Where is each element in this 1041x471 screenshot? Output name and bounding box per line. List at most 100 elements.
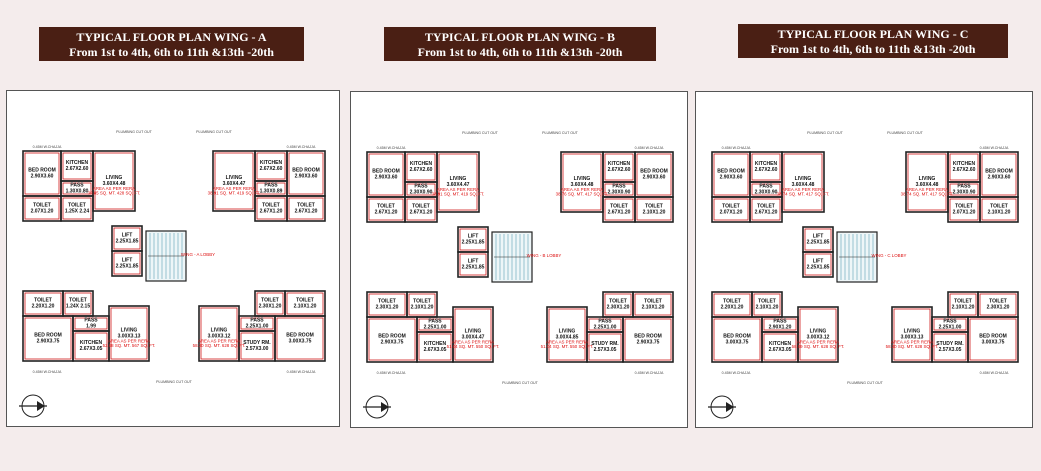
ur-pass-label: PASS [957,184,971,190]
ur-toilet-dims: 2.10X1.20 [643,210,666,216]
chajja-note-4: 0.45M W.CHAJJA [635,371,664,375]
ll-toilet-dims: 2.20X1.20 [721,305,744,311]
ur-pass-outline [949,183,979,196]
ll-toilet2-outline [64,292,92,315]
lift-1-dims: 2.25X1.85 [462,240,485,246]
wing-c-title-line1: TYPICAL FLOOR PLAN WING - C [777,27,969,41]
lr-bedroom-label: BED ROOM [979,334,1007,340]
ul-pass-dims: 2.30X0.90 [410,190,433,196]
ul-living-dims: 3.60X4.48 [792,182,815,188]
lr-bedroom-dims: 3.00X3.75 [289,339,312,345]
wing-c-floor-plan: BED ROOM2.90X3.60KITCHEN2.67X2.60PASS2.3… [708,131,1019,419]
ll-living-outline [454,308,492,361]
plumbing-note-1: PLUMBING CUT OUT [462,131,498,135]
chajja-note-1: 0.45M W.CHAJJA [377,146,406,150]
wing-a-floor-plan: BED ROOM2.90X3.60KITCHEN2.67X2.60PASS1.3… [19,130,326,418]
lr-study-dims: 2.57X3.00 [246,346,269,352]
ur-living-dims: 3.60X4.48 [571,182,594,188]
chajja-note-2: 0.45M W.CHAJJA [980,146,1009,150]
ul-living-area-note: AREA AS PER RERA [782,187,824,192]
ll-kitchen-dims: 2.67X3.05 [424,347,447,353]
ll-kitchen-label: KITCHEN [769,341,792,347]
ul-kitchen-dims: 2.67X2.60 [755,167,778,173]
ul-toilet-outline [713,198,749,221]
ll-living-label: LIVING [810,329,827,335]
ll-kitchen-label: KITCHEN [80,340,103,346]
lift-2-dims: 2.25X1.85 [807,265,830,271]
lr-toilet-outline [979,293,1017,316]
lift-2-outline [459,253,487,276]
ll-toilet-label: TOILET [378,299,396,305]
ul-toilet2-label: TOILET [68,203,86,209]
ur-toilet-label: TOILET [645,204,663,210]
lr-study-outline [933,333,967,361]
ur-bedroom-dims: 2.90X3.60 [295,174,318,180]
ur-toilet-dims: 2.10X1.20 [988,210,1011,216]
chajja-note-4: 0.45M W.CHAJJA [287,370,316,374]
ll-kitchen-dims: 2.67X3.05 [769,347,792,353]
ur-kitchen-label: KITCHEN [953,161,976,167]
lobby-label: WING - A LOBBY [181,252,215,257]
plumbing-note-2: PLUMBING CUT OUT [196,130,232,134]
lr-toilet-dims: 2.10X1.20 [642,305,665,311]
ll-toilet-dims: 2.30X1.20 [376,305,399,311]
ul-toilet2-outline [62,197,92,220]
ll-living-area: 51.04 SQ. MT. 550 SQ. FT. [447,344,500,349]
ur-pass-dims: 2.30X0.90 [953,190,976,196]
ur-living-label: LIVING [574,176,591,182]
ll-toilet-dims: 2.20X1.20 [32,304,55,310]
ll-pass-dims: 2.25X1.00 [424,325,447,331]
lift-2-dims: 2.25X1.85 [116,264,139,270]
ur-kitchen-outline [604,153,634,181]
ul-pass-dims: 1.30X0.80 [66,189,89,195]
ul-kitchen-dims: 2.67X2.60 [66,166,89,172]
ur-bedroom-label: BED ROOM [292,168,320,174]
ll-bedroom-label: BED ROOM [378,334,406,340]
ul-toilet2-wall [749,196,783,223]
ll-bedroom-label: BED ROOM [723,334,751,340]
ul-bedroom-dims: 2.90X3.60 [720,175,743,181]
ll-pass-wall [416,316,454,333]
ul-toilet-dims: 2.07X1.20 [31,209,54,215]
lr-toilet2-dims: 2.10X1.20 [952,305,975,311]
lift-1-outline [459,228,487,251]
ur-toilet2-label: TOILET [955,204,973,210]
ur-toilet2-label: TOILET [262,203,280,209]
lr-study-label: STUDY RM. [936,341,964,347]
ur-living-dims: 3.60X4.48 [916,182,939,188]
lift-1-outline [113,227,141,250]
wing-c-title-line2: From 1st to 4th, 6th to 11th &13th -20th [770,42,976,56]
ll-bedroom-dims: 2.90X3.75 [381,340,404,346]
ll-pass-dims: 2.90X1.20 [769,325,792,331]
wing-a-title: TYPICAL FLOOR PLAN WING - A From 1st to … [39,27,304,61]
ll-kitchen-outline [418,333,452,361]
chajja-note-2: 0.45M W.CHAJJA [287,145,316,149]
wing-c-title: TYPICAL FLOOR PLAN WING - C From 1st to … [738,24,1008,58]
ul-bedroom-outline [368,153,404,196]
lr-bedroom-dims: 3.00X3.75 [982,340,1005,346]
chajja-note-1: 0.45M W.CHAJJA [33,145,62,149]
lr-pass-dims: 2.25X1.00 [939,325,962,331]
lift-1-dims: 2.25X1.85 [116,239,139,245]
ur-toilet-outline [288,197,324,220]
north-compass-icon-arrow [726,402,734,412]
ur-toilet2-wall [947,196,981,223]
ul-living-wall [436,151,480,213]
ur-kitchen-outline [256,152,286,180]
ul-bedroom-label: BED ROOM [28,168,56,174]
ll-bedroom-outline [368,318,416,361]
lobby-label: WING - B LOBBY [527,253,562,258]
chajja-note-1: 0.45M W.CHAJJA [722,146,751,150]
ur-toilet2-dims: 2.67X1.20 [260,209,283,215]
plumbing-note-2: PLUMBING CUT OUT [887,131,923,135]
ll-pass-wall [72,315,110,332]
lr-living-wall [546,306,588,363]
ll-toilet2-dims: 1.24X 2.15 [66,304,90,310]
ur-pass-label: PASS [612,184,626,190]
lr-bedroom-label: BED ROOM [286,333,314,339]
lift-1-outline [804,228,832,251]
ul-toilet2-outline [751,198,781,221]
ll-living-dims: 3.00X3.13 [118,334,141,340]
ll-toilet-label: TOILET [723,299,741,305]
ur-living-area-note: AREA AS PER RERA [213,186,255,191]
